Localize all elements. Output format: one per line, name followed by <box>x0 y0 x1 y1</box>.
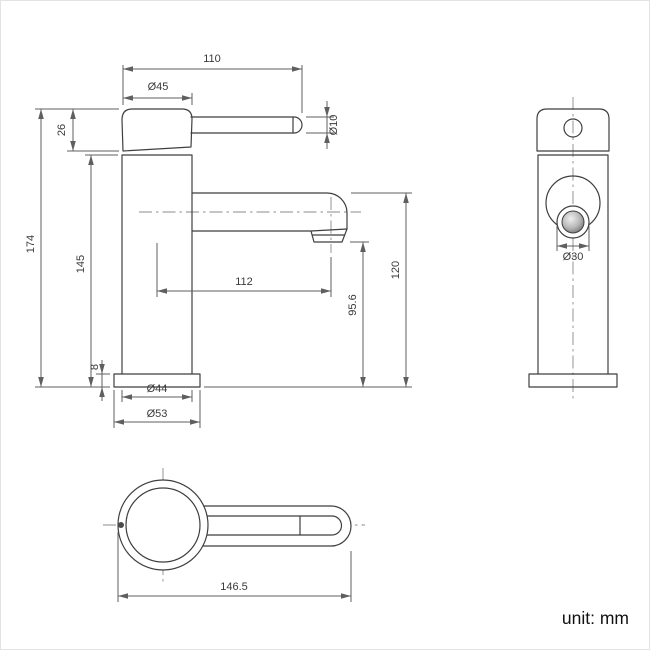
aerator-outline <box>310 228 348 243</box>
spout-outline <box>191 192 348 232</box>
dim-lever-length: 110 <box>122 53 303 113</box>
dim-base-height: 8 <box>89 360 110 401</box>
dim-lever-dia-label: Ø10 <box>328 115 340 136</box>
dim-body-dia: Ø44 <box>121 383 193 402</box>
lever-top-outline <box>196 505 352 547</box>
extension-line <box>156 243 332 297</box>
dim-base-height-label: 8 <box>89 364 101 370</box>
dim-body-height: 145 <box>75 154 118 387</box>
dim-lever-dia: Ø10 <box>306 101 340 149</box>
set-screw-dot <box>118 522 124 528</box>
front-view: 110 Ø45 26 Ø10 174 <box>25 53 412 428</box>
dim-overall-length-label: 146.5 <box>220 581 248 593</box>
extension-line <box>35 108 119 152</box>
dim-outlet-height: 95.6 <box>204 241 412 388</box>
dim-aerator-dia: Ø30 <box>556 226 590 263</box>
dim-spout-top-height-label: 120 <box>390 261 402 279</box>
dim-base-dia: Ø53 <box>113 390 201 428</box>
side-view: Ø30 <box>528 97 618 399</box>
handle-cap-outline <box>121 108 193 152</box>
dim-aerator-dia-label: Ø30 <box>563 251 584 263</box>
dim-outlet-height-label: 95.6 <box>347 294 359 315</box>
extension-line <box>204 241 412 388</box>
handle-base-inner-circle <box>125 487 201 563</box>
handle-cap-outline <box>536 108 610 152</box>
dim-base-dia-label: Ø53 <box>147 408 168 420</box>
handle-indicator-button <box>563 118 583 138</box>
base-flange-outline <box>528 373 618 388</box>
top-view: 146.5 <box>103 468 365 602</box>
aerator-face <box>561 210 585 234</box>
dim-spout-reach: 112 <box>156 243 332 297</box>
body-outline <box>537 154 609 375</box>
dim-lever-length-label: 110 <box>203 53 221 65</box>
extension-line <box>117 532 352 602</box>
dim-handle-height: 26 <box>35 108 119 152</box>
dim-handle-dia-label: Ø45 <box>148 81 169 93</box>
lever-rod-outline <box>206 515 343 536</box>
dim-spout-top-height: 120 <box>351 192 412 387</box>
body-outline <box>121 154 193 375</box>
dim-handle-dia: Ø45 <box>123 81 193 105</box>
handle-lever-outline <box>190 116 303 134</box>
unit-note: unit: mm <box>562 608 629 628</box>
dim-handle-height-label: 26 <box>56 124 68 136</box>
dim-body-height-label: 145 <box>75 255 87 273</box>
dim-total-height: 174 <box>25 109 110 388</box>
dim-overall-length: 146.5 <box>117 532 352 602</box>
dim-spout-reach-label: 112 <box>235 276 253 288</box>
base-flange-outline <box>113 373 201 388</box>
handle-base-outer-circle <box>117 479 209 571</box>
dim-total-height-label: 174 <box>25 235 37 253</box>
dim-body-dia-label: Ø44 <box>147 383 168 395</box>
